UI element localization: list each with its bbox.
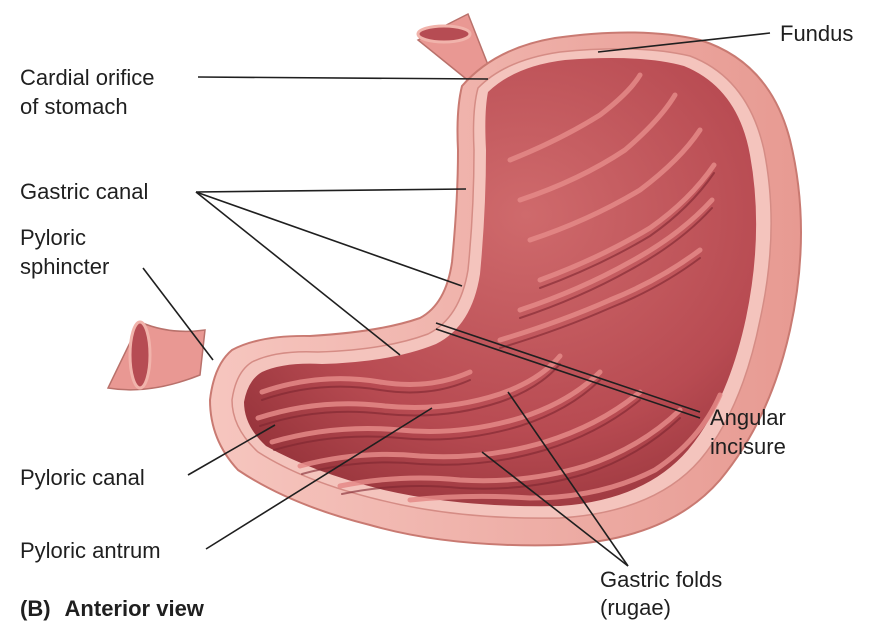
duodenum-stub [108,322,205,390]
label-gastric-folds-line1: Gastric folds [600,566,722,593]
label-cardial-orifice-line1: Cardial orifice [20,64,155,91]
label-angular-incisure-line1: Angular [710,404,786,431]
label-pyloric-sphincter-line2: sphincter [20,253,109,280]
label-fundus: Fundus [780,20,853,47]
label-pyloric-antrum: Pyloric antrum [20,537,161,564]
label-cardial-orifice-line2: of stomach [20,93,128,120]
label-gastric-canal: Gastric canal [20,178,148,205]
leader-gastric-canal-2 [196,192,462,286]
leader-gastric-canal-1 [196,189,466,192]
label-gastric-folds-line2: (rugae) [600,594,671,621]
leader-cardial-orifice [198,77,488,79]
leader-gastric-canal-3 [196,192,400,355]
label-pyloric-sphincter-line1: Pyloric [20,224,86,251]
caption-text: Anterior view [65,596,204,621]
label-angular-incisure-line2: incisure [710,433,786,460]
figure-caption: (B) Anterior view [20,596,204,622]
label-pyloric-canal: Pyloric canal [20,464,145,491]
caption-letter: (B) [20,596,51,621]
